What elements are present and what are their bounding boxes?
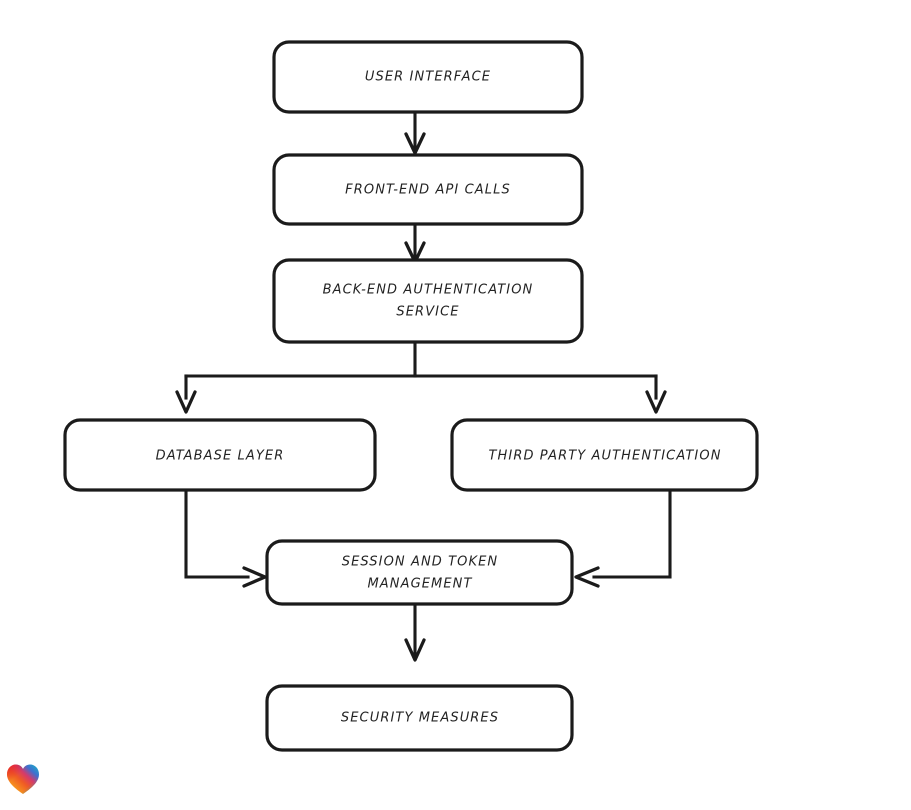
node-back-end-auth-service[interactable]: BACK-END AUTHENTICATION SERVICE: [272, 258, 584, 344]
node-session-token-mgmt-label-line2: MANAGEMENT: [367, 577, 472, 592]
node-database-layer-shape[interactable]: [63, 418, 377, 492]
edge-session-token-mgmt-to-security-measures: [404, 602, 426, 662]
edge-branch-to-database-layer: [175, 374, 197, 414]
node-session-token-mgmt-shape[interactable]: [265, 539, 574, 606]
edge-branch-to-third-party-auth: [645, 374, 667, 414]
node-back-end-auth-service-shape[interactable]: [272, 258, 584, 344]
edge-database-layer-to-session-token-mgmt: [184, 488, 267, 588]
heart-icon: [7, 764, 39, 794]
node-third-party-auth[interactable]: THIRD PARTY AUTHENTICATION: [450, 418, 759, 492]
node-session-token-mgmt[interactable]: SESSION AND TOKEN MANAGEMENT: [265, 539, 574, 606]
edge-user-interface-to-front-end-api-calls: [404, 110, 426, 155]
node-back-end-auth-service-label-line2: SERVICE: [396, 305, 459, 320]
node-security-measures-shape[interactable]: [265, 684, 574, 752]
node-third-party-auth-label: THIRD PARTY AUTHENTICATION: [488, 449, 721, 464]
node-security-measures-label: SECURITY MEASURES: [341, 711, 499, 726]
node-front-end-api-calls-label: FRONT-END API CALLS: [345, 183, 511, 198]
edge-third-party-auth-to-session-token-mgmt: [574, 488, 672, 588]
node-user-interface-label: USER INTERFACE: [365, 70, 491, 85]
node-user-interface[interactable]: USER INTERFACE: [272, 40, 584, 114]
node-front-end-api-calls-shape[interactable]: [272, 153, 584, 226]
node-security-measures[interactable]: SECURITY MEASURES: [265, 684, 574, 752]
node-back-end-auth-service-label-line1: BACK-END AUTHENTICATION: [323, 283, 534, 298]
edge-front-end-api-calls-to-back-end-auth-service: [404, 222, 426, 264]
node-database-layer-label: DATABASE LAYER: [156, 449, 285, 464]
node-front-end-api-calls[interactable]: FRONT-END API CALLS: [272, 153, 584, 226]
node-user-interface-shape[interactable]: [272, 40, 584, 114]
node-database-layer[interactable]: DATABASE LAYER: [63, 418, 377, 492]
edge-back-end-auth-service-to-branch-bus: [184, 340, 658, 378]
node-session-token-mgmt-label-line1: SESSION AND TOKEN: [342, 555, 499, 570]
node-third-party-auth-shape[interactable]: [450, 418, 759, 492]
